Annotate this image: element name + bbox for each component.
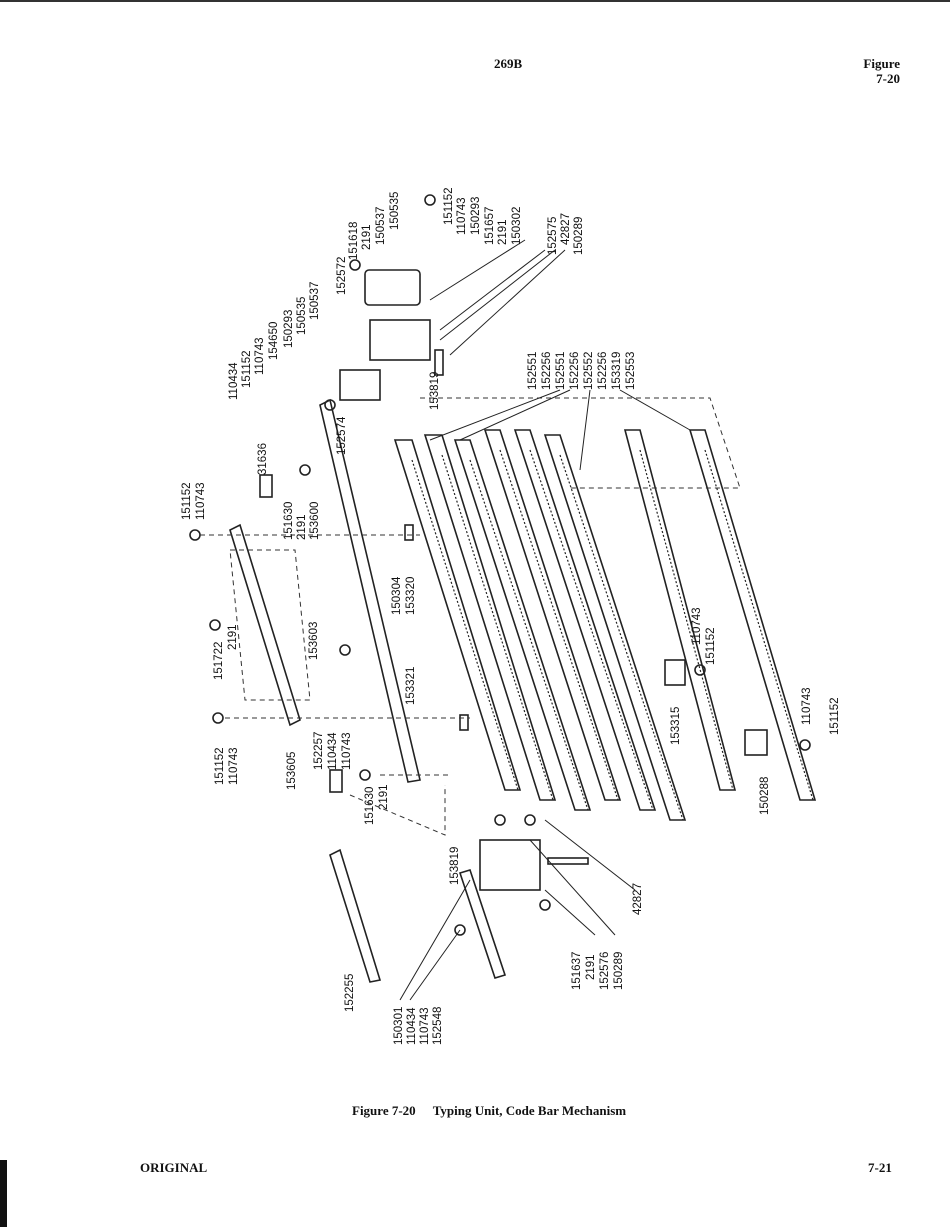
part-label: 151152 bbox=[241, 350, 253, 388]
part-label: 154650 bbox=[268, 322, 280, 360]
part-label: 153319 bbox=[611, 352, 623, 390]
figure-caption: Figure 7-20 Typing Unit, Code Bar Mechan… bbox=[352, 1103, 626, 1119]
latch-2 bbox=[744, 729, 768, 756]
part-label: 152576 bbox=[599, 952, 611, 990]
part-label: 151152 bbox=[829, 697, 841, 735]
bracket-block bbox=[369, 319, 431, 361]
part-label: 2191 bbox=[497, 219, 509, 245]
part-label: 152552 bbox=[583, 352, 595, 390]
part-label: 150537 bbox=[309, 282, 321, 320]
part-label: 110743 bbox=[419, 1007, 431, 1045]
part-label: 151630 bbox=[364, 787, 376, 825]
part-label: 42827 bbox=[560, 213, 572, 245]
part-label: 153600 bbox=[309, 502, 321, 540]
part-label: 150289 bbox=[573, 217, 585, 255]
part-label: 151618 bbox=[348, 222, 360, 260]
spring-lower bbox=[329, 769, 343, 793]
part-label: 2191 bbox=[227, 624, 239, 650]
page-top-edge bbox=[0, 0, 950, 2]
part-label: 151657 bbox=[484, 207, 496, 245]
lower-block bbox=[479, 839, 541, 891]
part-label: 152548 bbox=[432, 1007, 444, 1045]
part-label: 151152 bbox=[214, 747, 226, 785]
part-label: 110434 bbox=[228, 362, 240, 400]
part-label: 151722 bbox=[213, 642, 225, 680]
page-number: 7-21 bbox=[868, 1160, 892, 1175]
code-bar-teeth bbox=[411, 449, 814, 821]
part-label: 150301 bbox=[393, 1007, 405, 1045]
part-label: 150535 bbox=[389, 192, 401, 230]
code-bars bbox=[393, 429, 817, 821]
part-label: 110743 bbox=[228, 747, 240, 785]
part-label: 150535 bbox=[296, 297, 308, 335]
part-label: 151152 bbox=[181, 482, 193, 520]
part-label: 153819 bbox=[429, 372, 441, 410]
part-label: 152574 bbox=[336, 416, 348, 455]
part-label: 110743 bbox=[195, 482, 207, 520]
spring-block bbox=[339, 369, 381, 401]
figure-number: 7-20 bbox=[876, 71, 900, 86]
support-bracket bbox=[319, 398, 421, 783]
part-label: 153605 bbox=[286, 752, 298, 790]
part-label: 110743 bbox=[801, 687, 813, 725]
part-label: 110434 bbox=[327, 732, 339, 770]
part-label: 152551 bbox=[555, 352, 567, 390]
part-label: 152256 bbox=[597, 352, 609, 390]
part-label: 110743 bbox=[691, 607, 703, 645]
lower-lever bbox=[458, 869, 507, 979]
part-label: 152256 bbox=[541, 352, 553, 390]
leader-lines bbox=[399, 239, 691, 1001]
part-label: 152255 bbox=[344, 974, 356, 1012]
code-block bbox=[364, 269, 421, 306]
lever-arm bbox=[329, 848, 382, 983]
part-label: 152256 bbox=[569, 352, 581, 390]
post-2 bbox=[404, 524, 414, 541]
part-label: 110743 bbox=[341, 732, 353, 770]
part-label: 152257 bbox=[313, 732, 325, 770]
part-label: 2191 bbox=[296, 514, 308, 540]
part-label: 152551 bbox=[527, 352, 539, 390]
part-label: 150289 bbox=[613, 952, 625, 990]
part-label: 150288 bbox=[759, 777, 771, 815]
part-label: 151152 bbox=[443, 187, 455, 225]
part-label: 150304 bbox=[391, 576, 403, 615]
part-label: 151630 bbox=[283, 502, 295, 540]
part-label: 2191 bbox=[361, 224, 373, 250]
part-label: 110434 bbox=[406, 1007, 418, 1045]
part-label: 110743 bbox=[254, 337, 266, 375]
part-label: 152572 bbox=[336, 257, 348, 295]
figure-label: Figure bbox=[863, 56, 900, 71]
part-label: 152553 bbox=[625, 352, 637, 390]
spring bbox=[259, 474, 273, 498]
part-label: 150302 bbox=[511, 207, 523, 245]
footer-left: ORIGINAL bbox=[140, 1160, 208, 1175]
caption-title: Typing Unit, Code Bar Mechanism bbox=[432, 1103, 627, 1118]
part-label: 110743 bbox=[456, 197, 468, 235]
caption-number: Figure 7-20 bbox=[352, 1103, 416, 1118]
alignment-lines bbox=[200, 397, 741, 836]
part-label: 150293 bbox=[283, 310, 295, 348]
part-label: 153315 bbox=[670, 707, 682, 745]
page-code: 269B bbox=[494, 56, 523, 71]
part-label: 2191 bbox=[585, 954, 597, 980]
latch bbox=[664, 659, 686, 686]
part-label: 151637 bbox=[571, 952, 583, 990]
part-label: 153320 bbox=[405, 577, 417, 615]
part-label: 2191 bbox=[378, 784, 390, 810]
part-label: 153603 bbox=[308, 622, 320, 660]
part-label: 153321 bbox=[405, 667, 417, 705]
part-label: 153819 bbox=[449, 847, 461, 885]
guide-plate bbox=[229, 523, 301, 727]
part-label: 152575 bbox=[547, 217, 559, 255]
post bbox=[434, 349, 444, 376]
scan-edge bbox=[0, 1160, 7, 1227]
pin bbox=[547, 857, 589, 865]
part-label: 42827 bbox=[632, 883, 644, 915]
part-label: 151152 bbox=[705, 627, 717, 665]
part-label: 150293 bbox=[470, 197, 482, 235]
part-label: 31636 bbox=[257, 443, 269, 475]
part-label: 150537 bbox=[375, 207, 387, 245]
post-3 bbox=[459, 714, 469, 731]
